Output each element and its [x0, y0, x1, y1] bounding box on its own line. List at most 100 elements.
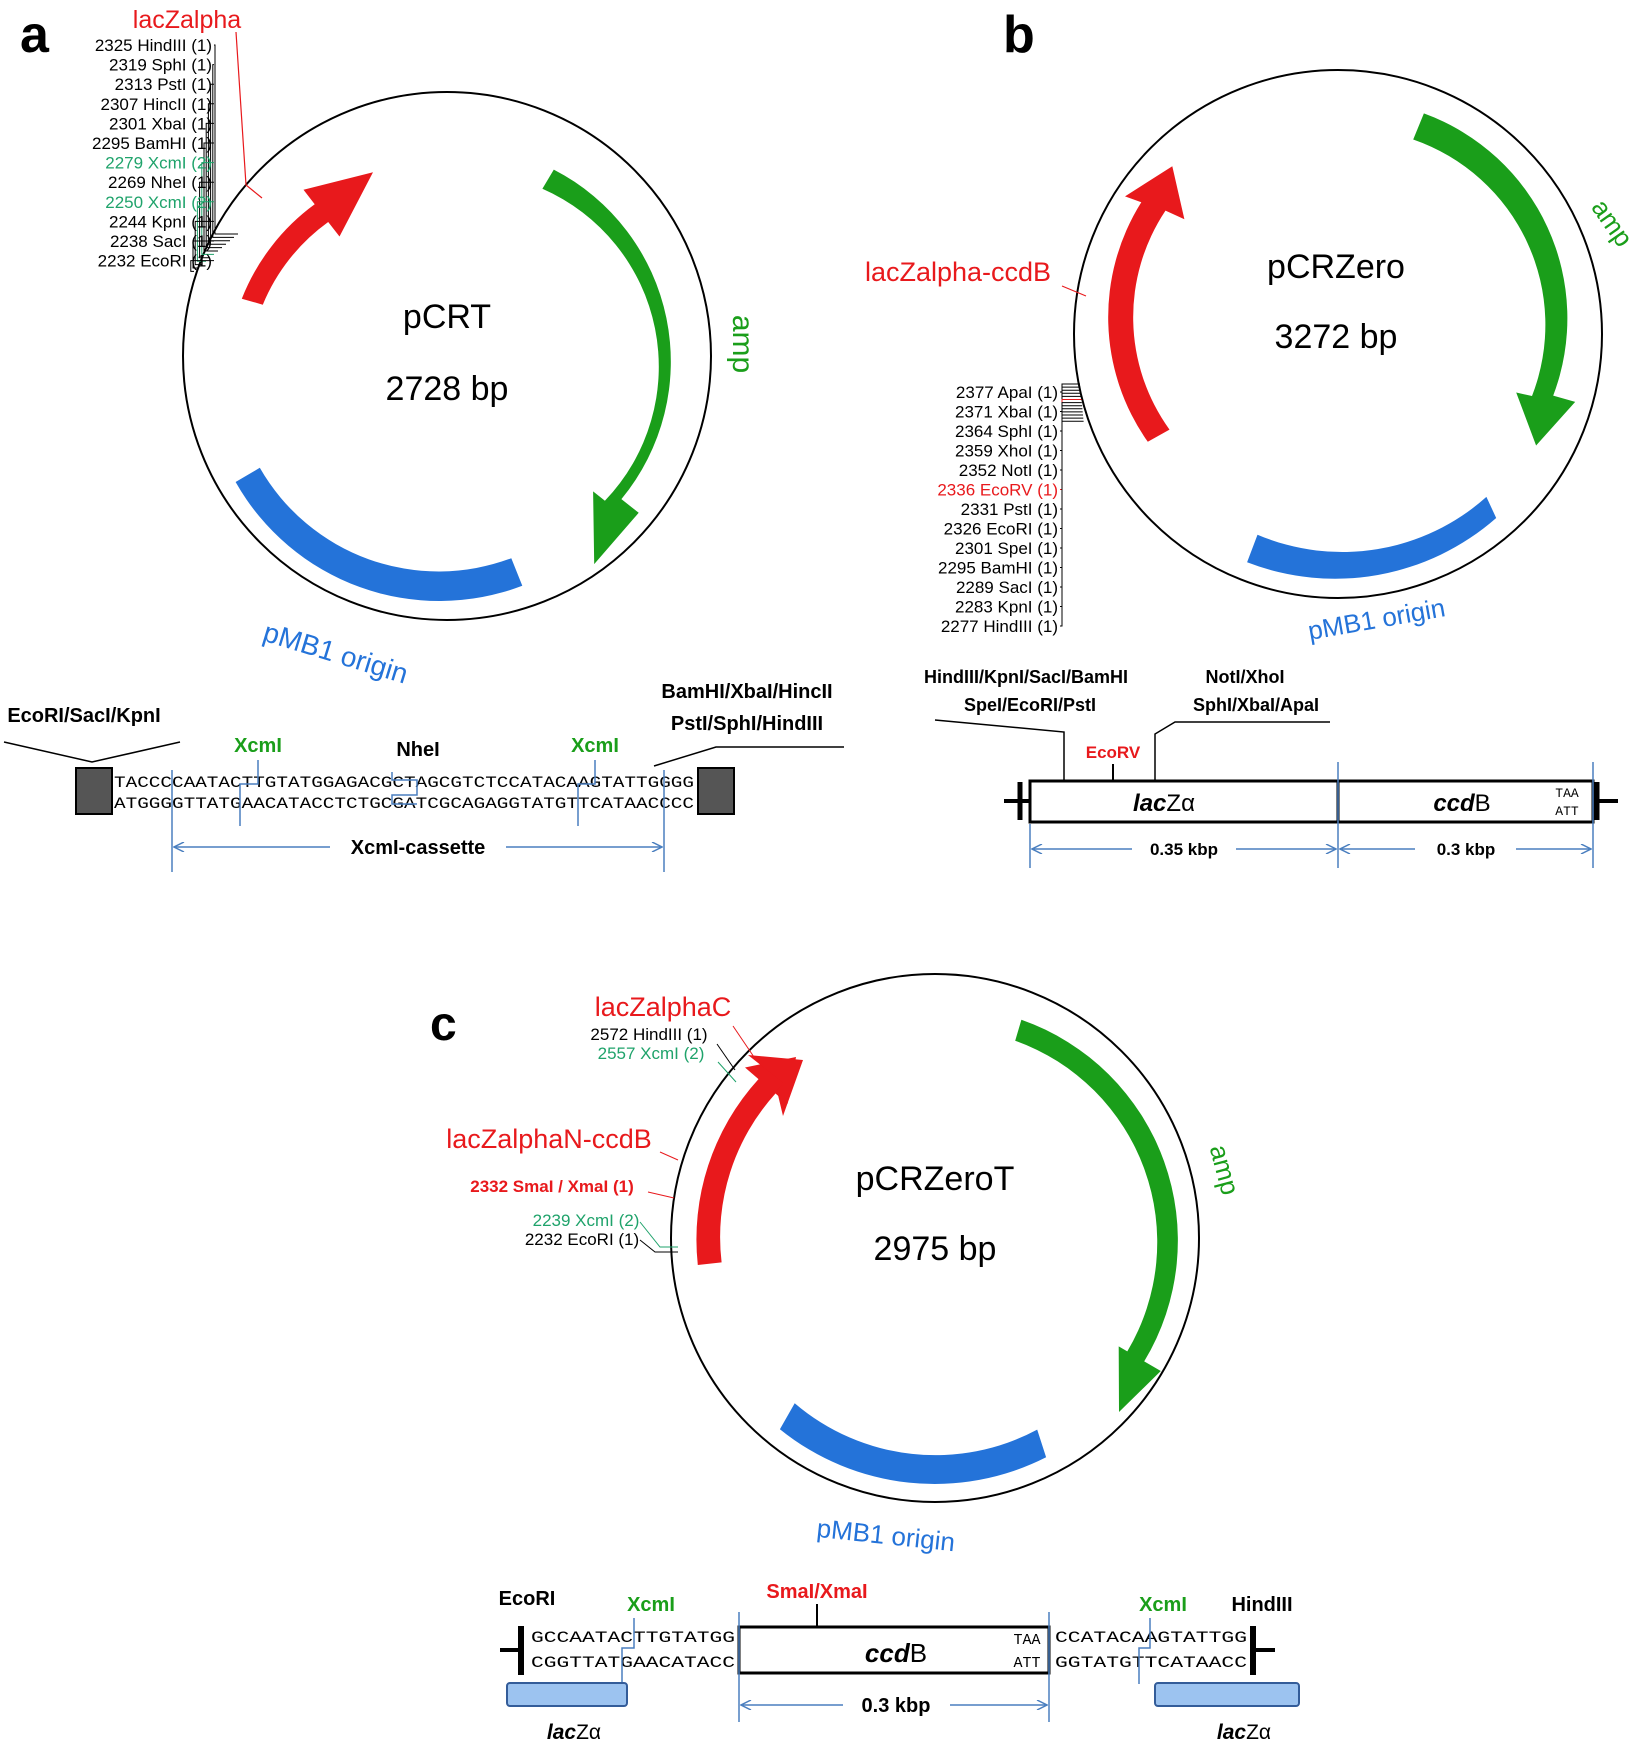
- site-hindiii: 2572 HindIII (1): [590, 1025, 707, 1044]
- pcrzero-backbone-circle: [1073, 69, 1603, 599]
- len-label-2: 0.3 kbp: [1437, 840, 1496, 859]
- restriction-site-leader: [207, 103, 226, 245]
- plasmid-size: 2728 bp: [386, 370, 509, 408]
- restriction-site-label: 2371 XbaI (1): [955, 403, 1058, 422]
- restriction-site-label: 2364 SphI (1): [955, 422, 1058, 441]
- ecori-label: EcoRI: [499, 1588, 556, 1610]
- site-hindiii-leader: [716, 1043, 736, 1071]
- restriction-site-label: 2232 EcoRI (1): [98, 252, 212, 271]
- restriction-site-label: 2289 SacI (1): [956, 578, 1058, 597]
- stop-codon-bottom: ATT: [1555, 804, 1579, 819]
- right-enzymes-2: PstI/SphI/HindIII: [671, 713, 823, 735]
- restriction-site-leader: [214, 44, 238, 235]
- plasmid-size: 2975 bp: [874, 1230, 997, 1268]
- amp-label: amp: [1586, 194, 1640, 253]
- restriction-site-leader: [1060, 414, 1083, 588]
- restriction-site-label: 2301 SpeI (1): [955, 539, 1058, 558]
- restriction-site-label: 2269 NheI (1): [108, 173, 212, 192]
- panel-b: b pCRZero 3272 bp amp pMB1 origin lacZal…: [865, 6, 1639, 868]
- lacz-alpha-ccdb-label: lacZalpha-ccdB: [865, 257, 1051, 287]
- left-enzymes: EcoRI/SacI/KpnI: [7, 705, 160, 727]
- xcmi-cut-right: [577, 760, 596, 826]
- left-enzyme-leader: [934, 719, 1065, 780]
- site-ecori-leader: [639, 1239, 678, 1253]
- lacz-alpha-leader: [235, 31, 263, 199]
- lacz-alpha-arrow: [241, 172, 373, 305]
- amp-label: amp: [726, 315, 759, 373]
- lacz-alpha-c-arrow: [748, 1055, 803, 1116]
- pmb1-origin-arc: [235, 467, 523, 601]
- restriction-site-label: 2319 SphI (1): [109, 56, 212, 75]
- plasmid-name: pCRZero: [1267, 248, 1405, 286]
- lacz-alpha-c-leader: [732, 1025, 757, 1061]
- seq-top-strand: TACCCCAATACTTGTATGGAGACGCTAGCGTCTCCATACA…: [114, 774, 694, 792]
- pmb1-origin-arc: [779, 1403, 1047, 1484]
- restriction-site-label: 2377 ApaI (1): [956, 383, 1058, 402]
- site-list-b: 2377 ApaI (1)2371 XbaI (1)2364 SphI (1) 2…: [937, 383, 1084, 636]
- amp-label: amp: [1204, 1141, 1246, 1198]
- ori-label: pMB1 origin: [1306, 592, 1448, 646]
- smai-xmai-label: SmaI/XmaI: [766, 1581, 867, 1603]
- xcmi-label-right: XcmI: [571, 735, 619, 757]
- right-vector-block: [697, 767, 735, 815]
- restriction-site-leader: [1060, 408, 1083, 549]
- site-xcmi-bottom: 2239 XcmI (2): [533, 1211, 640, 1230]
- lacz-alpha-label: lacZalpha: [133, 6, 241, 34]
- restriction-site-leader: [212, 64, 234, 238]
- restriction-site-label: 2250 XcmI (2): [105, 193, 212, 212]
- restriction-site-label: 2244 KpnI (1): [109, 212, 212, 231]
- lacz-alpha-n-ccdb-leader: [659, 1151, 679, 1161]
- ccdb-gene-label: ccdB: [1433, 790, 1490, 817]
- lacz-alpha-gene-label: lacZα: [1133, 790, 1195, 817]
- lacz-alpha-fragment-right: [1154, 1682, 1300, 1707]
- ori-label: pMB1 origin: [260, 616, 412, 689]
- right-enzymes-1: NotI/XhoI: [1206, 667, 1285, 687]
- restriction-site-label: 2325 HindIII (1): [95, 36, 212, 55]
- xcmi-cut-left: [621, 1618, 635, 1684]
- lacz-alpha-fragment-left: [506, 1682, 628, 1707]
- restriction-site-label: 2313 PstI (1): [115, 75, 212, 94]
- right-enzymes-2: SphI/XbaI/ApaI: [1193, 695, 1319, 715]
- right-enzymes-1: BamHI/XbaI/HincII: [661, 681, 832, 703]
- restriction-site-label: 2295 BamHI (1): [92, 134, 212, 153]
- lacz-alpha-n-ccdb-label: lacZalphaN-ccdB: [446, 1124, 652, 1154]
- restriction-site-leader: [203, 142, 218, 252]
- restriction-site-leader: [1060, 411, 1083, 568]
- restriction-site-leader: [1060, 399, 1082, 490]
- lacz-alpha-n-ccdb-arrow: [696, 1057, 796, 1265]
- lacz-alpha-ccdb-arrow: [1108, 166, 1185, 442]
- panel-c-letter: c: [430, 998, 457, 1051]
- restriction-site-leader: [1060, 383, 1080, 393]
- xcmi-label-left: XcmI: [234, 735, 282, 757]
- ccdb-gene-label: ccdB: [865, 1638, 927, 1668]
- plasmid-name: pCRZeroT: [856, 1160, 1015, 1198]
- restriction-site-label: 2336 EcoRV (1): [937, 481, 1058, 500]
- pcrzerot-backbone-circle: [670, 973, 1200, 1503]
- site-smai-xmai: 2332 SmaI / XmaI (1): [470, 1177, 633, 1196]
- restriction-site-label: 2277 HindIII (1): [941, 617, 1058, 636]
- seq-left-bottom: CGGTTATGAACATACC: [531, 1654, 735, 1672]
- plasmid-size: 3272 bp: [1275, 318, 1398, 356]
- xcmi-cut-right: [1138, 1618, 1151, 1684]
- panel-c: c pCRZeroT 2975 bp amp pMB1 origin lacZa…: [430, 973, 1300, 1744]
- restriction-site-leader: [192, 240, 214, 269]
- lacz-alpha-c-label: lacZalphaC: [595, 992, 732, 1022]
- restriction-site-leader: [196, 201, 214, 262]
- lacz-alpha-fragment-label-left: lacZα: [547, 1721, 601, 1744]
- len-label: 0.3 kbp: [862, 1695, 931, 1717]
- restriction-site-leader: [1060, 405, 1083, 529]
- restriction-site-label: 2331 PstI (1): [961, 500, 1058, 519]
- left-enzymes-2: SpeI/EcoRI/PstI: [964, 695, 1096, 715]
- xcmi-left-label: XcmI: [627, 1594, 675, 1616]
- len-label-1: 0.35 kbp: [1150, 840, 1218, 859]
- site-smai-xmai-leader: [647, 1191, 675, 1199]
- amp-resistance-arrow: [542, 169, 671, 565]
- left-enzyme-leader: [3, 741, 181, 763]
- panel-a: a pCRT 2728 bp amp pMB1 origin lacZalpha…: [3, 6, 844, 872]
- ori-label: pMB1 origin: [815, 1513, 956, 1557]
- site-xcmi-bottom-leader: [639, 1221, 678, 1248]
- seq-right-bottom: GGTATGTTCATAACC: [1055, 1654, 1247, 1672]
- ecorv-label: EcoRV: [1086, 743, 1141, 762]
- pmb1-origin-arc: [1247, 496, 1497, 579]
